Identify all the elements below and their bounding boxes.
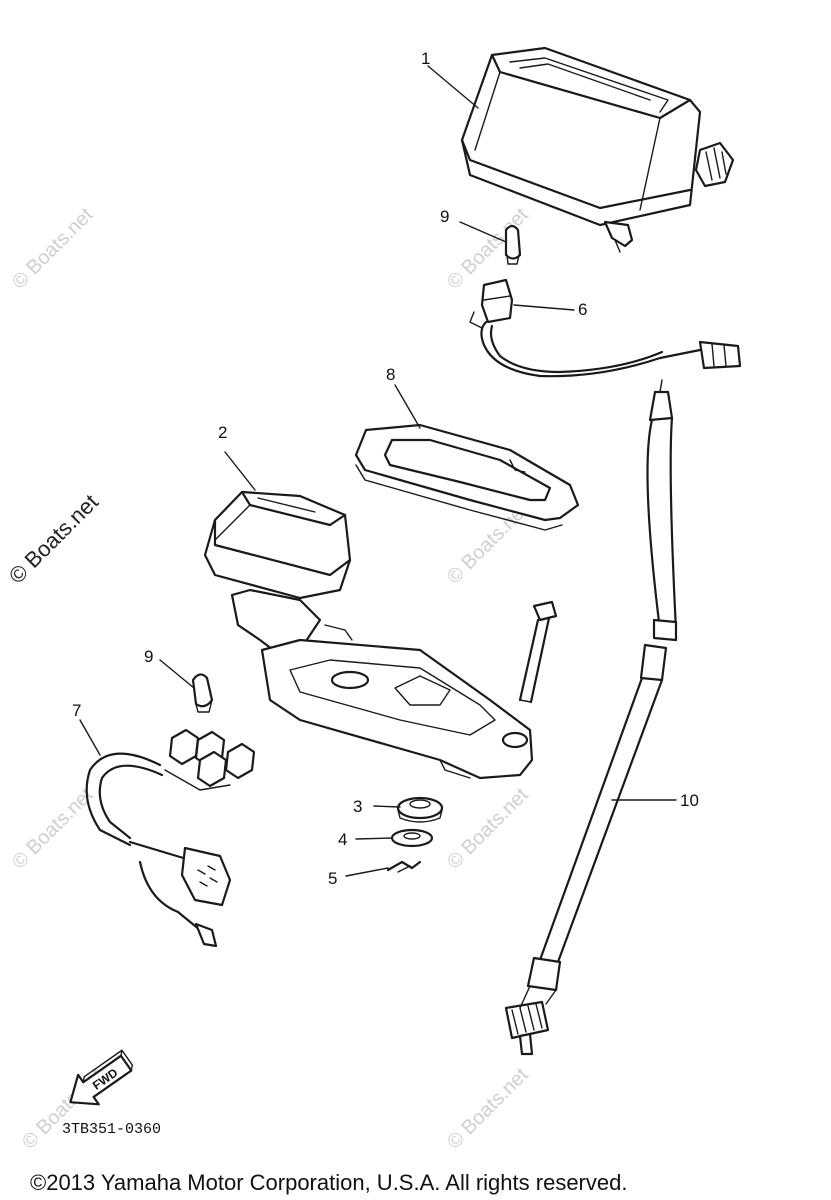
callout-10: 10: [680, 791, 699, 810]
watermark-3: © Boats.net: [4, 489, 103, 588]
diagram-code: 3TB351-0360: [62, 1121, 161, 1138]
watermark-6: © Boats.net: [443, 784, 533, 874]
callout-7: 7: [72, 701, 81, 720]
callout-labels: 1 2 3 4 5 6 7 8 9 9 10: [72, 49, 699, 888]
callout-4: 4: [338, 830, 347, 849]
part-9-bulb-lower: [191, 673, 214, 713]
part-2-meter-bracket: [203, 490, 534, 780]
callout-9-lower: 9: [144, 647, 153, 666]
watermark-1: © Boats.net: [8, 204, 98, 294]
part-8-gasket: [354, 423, 580, 531]
callout-6: 6: [578, 300, 587, 319]
callout-2: 2: [218, 423, 227, 442]
copyright-text: ©2013 Yamaha Motor Corporation, U.S.A. A…: [30, 1170, 627, 1195]
part-5-clip: [386, 860, 422, 873]
part-9-bulb-upper: [504, 224, 522, 265]
part-1-meter-housing: [460, 46, 735, 253]
part-6-socket-cord: [469, 278, 742, 378]
callout-9-upper: 9: [440, 207, 449, 226]
callout-3: 3: [353, 797, 362, 816]
callout-1: 1: [421, 49, 430, 68]
watermark-8: © Boats.net: [443, 1064, 533, 1154]
leader-lines: [79, 65, 677, 877]
part-10-speedo-cable: [504, 379, 678, 1056]
part-3-grommet: [396, 796, 444, 823]
callout-8: 8: [386, 365, 395, 384]
callout-5: 5: [328, 869, 337, 888]
part-4-washer: [390, 828, 434, 848]
bolt: [518, 600, 558, 704]
part-7-harness: [85, 728, 256, 948]
watermark-5: © Boats.net: [8, 784, 98, 874]
